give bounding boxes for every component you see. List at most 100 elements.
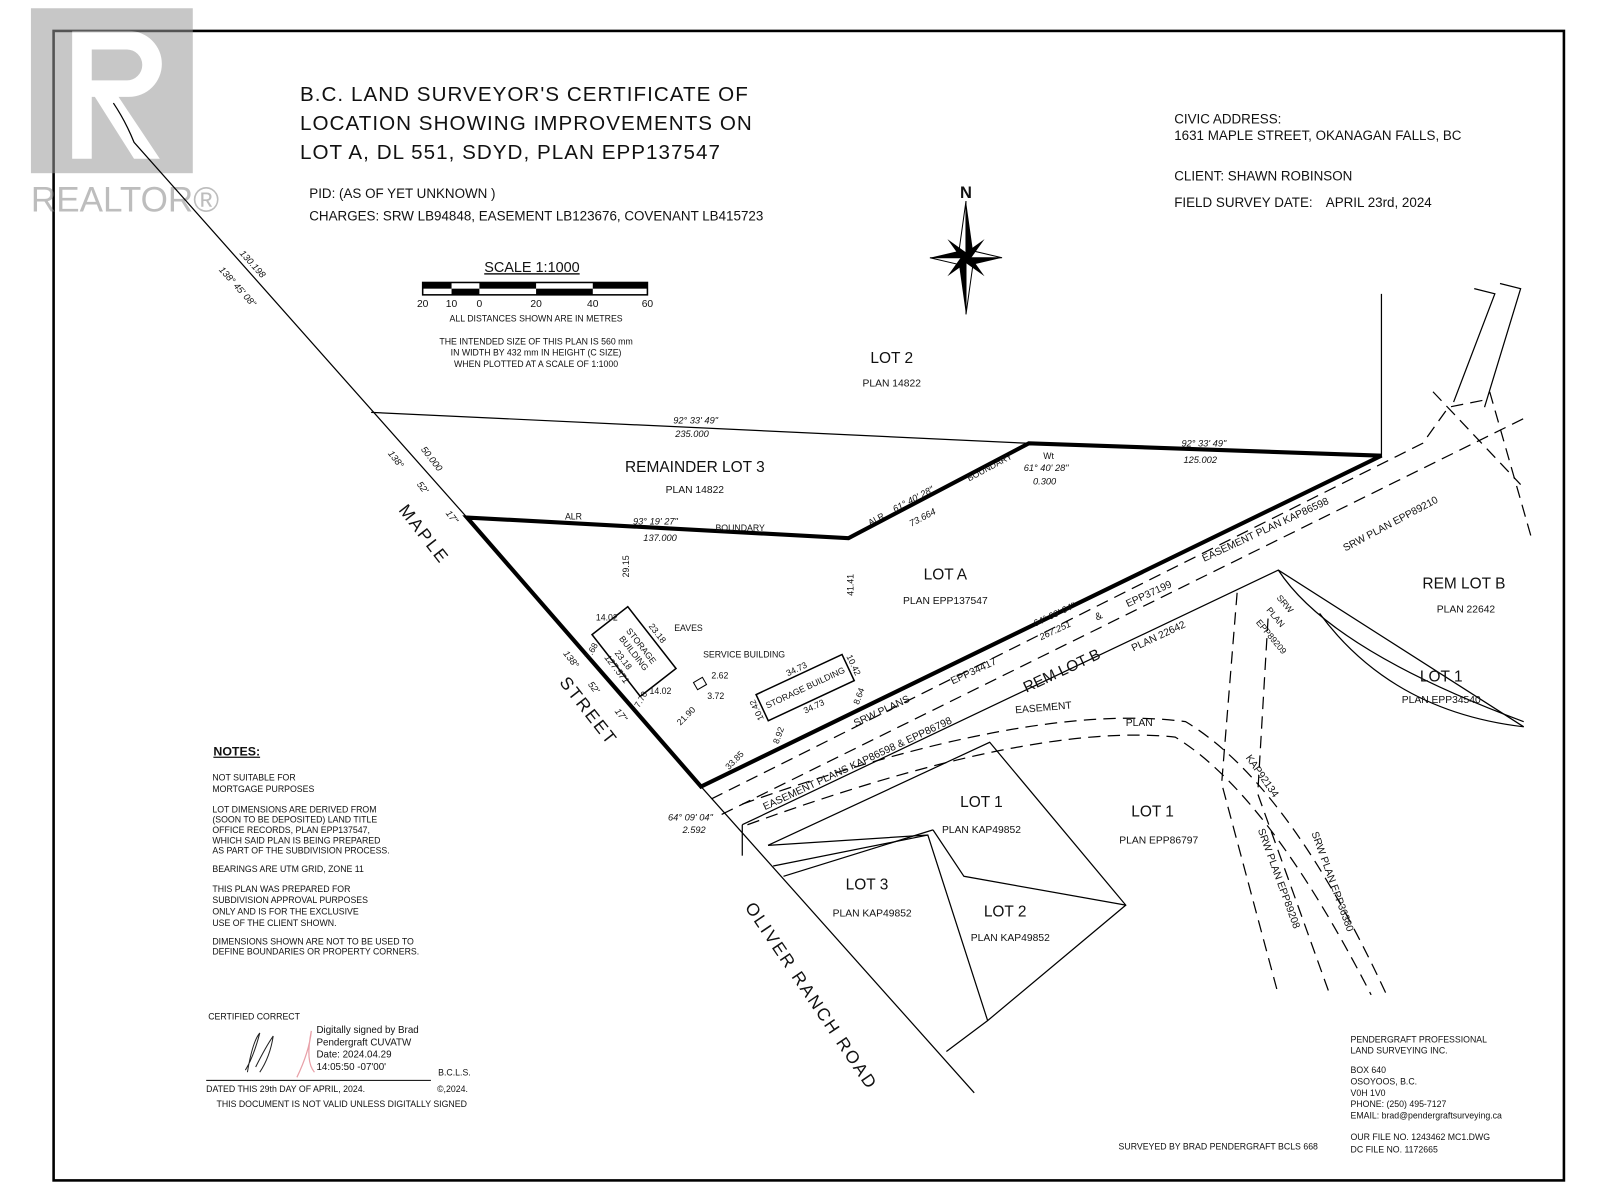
note-line: USE OF THE CLIENT SHOWN. [212, 918, 336, 928]
easement-label: EASEMENT PLAN KAP86598 [1201, 496, 1331, 565]
dc-file-no: DC FILE NO. 1172665 [1351, 1145, 1439, 1155]
dim: BOUNDARY [715, 523, 765, 533]
dim: 50.000 [419, 445, 445, 474]
our-file-no: OUR FILE NO. 1243462 MC1.DWG [1351, 1132, 1491, 1142]
lot-1-epp34540-plan: PLAN EPP34540 [1402, 695, 1481, 706]
lot-1-epp86797-name: LOT 1 [1131, 803, 1174, 820]
scale-tick: 20 [530, 299, 542, 310]
note-line: DIMENSIONS SHOWN ARE NOT TO BE USED TO [212, 936, 414, 946]
easement-label: SRW PLAN EPP89210 [1342, 495, 1441, 554]
dim: 92° 33' 49" [673, 416, 719, 426]
easement-label: EASEMENT PLANS KAP86598 & EPP86798 [762, 715, 955, 813]
dim: 64° 09' 04" [668, 813, 714, 823]
dim: 14.02 [596, 613, 618, 623]
dim: 8.64 [851, 686, 866, 706]
client: CLIENT: SHAWN ROBINSON [1174, 168, 1352, 183]
realtor-logo-text: REALTOR® [31, 180, 219, 219]
copyright: ©,2024. [437, 1084, 468, 1094]
digital-signature-line: Date: 2024.04.29 [316, 1050, 391, 1061]
firm-block: PENDERGRAFT PROFESSIONAL LAND SURVEYING … [1119, 1034, 1502, 1154]
dim: 8.92 [771, 725, 786, 745]
dim: 137.000 [643, 533, 677, 543]
validity-note: THIS DOCUMENT IS NOT VALID UNLESS DIGITA… [216, 1099, 466, 1109]
signature [244, 1032, 274, 1073]
realtor-watermark: REALTOR® [30, 8, 219, 219]
note-line: DEFINE BOUNDARIES OR PROPERTY CORNERS. [212, 947, 419, 957]
easement-label: EASEMENT [1015, 700, 1073, 716]
size-note-2: IN WIDTH BY 432 mm IN HEIGHT (C SIZE) [451, 348, 622, 358]
dim: 3.72 [707, 691, 724, 701]
dim: ALR [565, 512, 582, 522]
notes: NOTES: NOT SUITABLE FOR MORTGAGE PURPOSE… [212, 745, 419, 957]
dim: 125.002 [1184, 455, 1218, 465]
scale-title: SCALE 1:1000 [484, 260, 579, 276]
easement-label: SRW PLAN EPP89208 [1255, 827, 1302, 930]
dim: 93° 19' 27" [633, 517, 679, 527]
road-maple: MAPLE [395, 500, 454, 567]
lot-1-epp34540-name: LOT 1 [1420, 668, 1463, 685]
note-line: THIS PLAN WAS PREPARED FOR [212, 884, 350, 894]
easement-label: PLAN [1126, 718, 1153, 729]
dim: 14.02 [649, 686, 671, 696]
note-line: MORTGAGE PURPOSES [212, 784, 314, 794]
plan-border [52, 29, 1566, 1182]
charges: CHARGES: SRW LB94848, EASEMENT LB123676,… [309, 209, 763, 224]
firm-name: LAND SURVEYING INC. [1351, 1046, 1448, 1056]
dim: 138° [386, 449, 406, 470]
rem-lot-3-name: REMAINDER LOT 3 [625, 459, 765, 476]
lot-1-kap-plan: PLAN KAP49852 [942, 825, 1021, 836]
lot-3-kap-plan: PLAN KAP49852 [833, 908, 912, 919]
civic-label: CIVIC ADDRESS: [1174, 112, 1281, 127]
scale-tick: 40 [587, 299, 599, 310]
north-label: N [960, 184, 972, 202]
firm-address: BOX 640 [1351, 1065, 1387, 1075]
dim: 29.15 [621, 555, 631, 577]
notes-heading: NOTES: [213, 745, 260, 759]
dim: 52' [415, 480, 431, 497]
note-line: AS PART OF THE SUBDIVISION PROCESS. [212, 846, 389, 856]
rem-lot-3-plan: PLAN 14822 [666, 485, 725, 496]
digital-signature-line: Digitally signed by Brad [316, 1025, 418, 1036]
surveyed-by: SURVEYED BY BRAD PENDERGRAFT BCLS 668 [1119, 1141, 1319, 1151]
rem-lot-b-right-name: REM LOT B [1422, 576, 1505, 593]
size-note-1: THE INTENDED SIZE OF THIS PLAN IS 560 mm [439, 336, 632, 346]
lot-2-name: LOT 2 [870, 350, 913, 367]
digital-signature-line: Pendergraft CUVATW [316, 1037, 412, 1048]
firm-email: EMAIL: brad@pendergraftsurveying.ca [1351, 1111, 1503, 1121]
dim: 0.300 [1033, 477, 1057, 487]
bcls: B.C.L.S. [438, 1067, 471, 1077]
dim: BOUNDARY [965, 451, 1013, 483]
service-building-label: SERVICE BUILDING [703, 650, 785, 660]
note-line: BEARINGS ARE UTM GRID, ZONE 11 [212, 864, 364, 874]
dated: DATED THIS 29th DAY OF APRIL, 2024. [206, 1084, 365, 1094]
service-building [692, 676, 708, 691]
dim: 21.90 [675, 705, 698, 728]
dim: 41.41 [846, 574, 856, 596]
units-note: ALL DISTANCES SHOWN ARE IN METRES [450, 314, 623, 324]
certification: CERTIFIED CORRECT Digitally signed by Br… [206, 1012, 471, 1110]
dim: 73.664 [908, 506, 938, 528]
north-arrow-icon: N [929, 184, 1003, 315]
dimension-labels: 130.198 138° 45' 08" 92° 33' 49" 235.000… [217, 248, 1227, 835]
digital-signature-line: 14:05:50 -07'00' [316, 1062, 386, 1073]
firm-phone: PHONE: (250) 495-7127 [1351, 1099, 1447, 1109]
scale-tick: 20 [417, 299, 429, 310]
dim: 61° 40' 28" [1024, 463, 1070, 473]
title-line-2: LOCATION SHOWING IMPROVEMENTS ON [300, 112, 753, 135]
dim: Wt [1043, 451, 1054, 461]
survey-date: APRIL 23rd, 2024 [1326, 195, 1433, 210]
rem-lot-b-right-plan: PLAN 22642 [1437, 604, 1496, 615]
rem-lot-b-name: REM LOT B [1021, 646, 1103, 696]
scale-tick: 10 [446, 299, 458, 310]
firm-address: V0H 1V0 [1351, 1088, 1386, 1098]
road-oliver-ranch: OLIVER RANCH ROAD [741, 898, 882, 1093]
dim: 34.73 [802, 697, 826, 715]
note-line: OFFICE RECORDS, PLAN EPP137547, [212, 825, 370, 835]
lot-1-kap-name: LOT 1 [960, 794, 1003, 811]
easement-labels: SRW PLANS EPP34417 & EPP37199 EASEMENT P… [762, 495, 1441, 934]
survey-date-label: FIELD SURVEY DATE: [1174, 195, 1312, 210]
dim: 138° 45' 08" [217, 265, 258, 309]
note-line: ONLY AND IS FOR THE EXCLUSIVE [212, 906, 359, 916]
lot-a-name: LOT A [924, 566, 968, 583]
lot-3-kap-name: LOT 3 [846, 877, 889, 894]
